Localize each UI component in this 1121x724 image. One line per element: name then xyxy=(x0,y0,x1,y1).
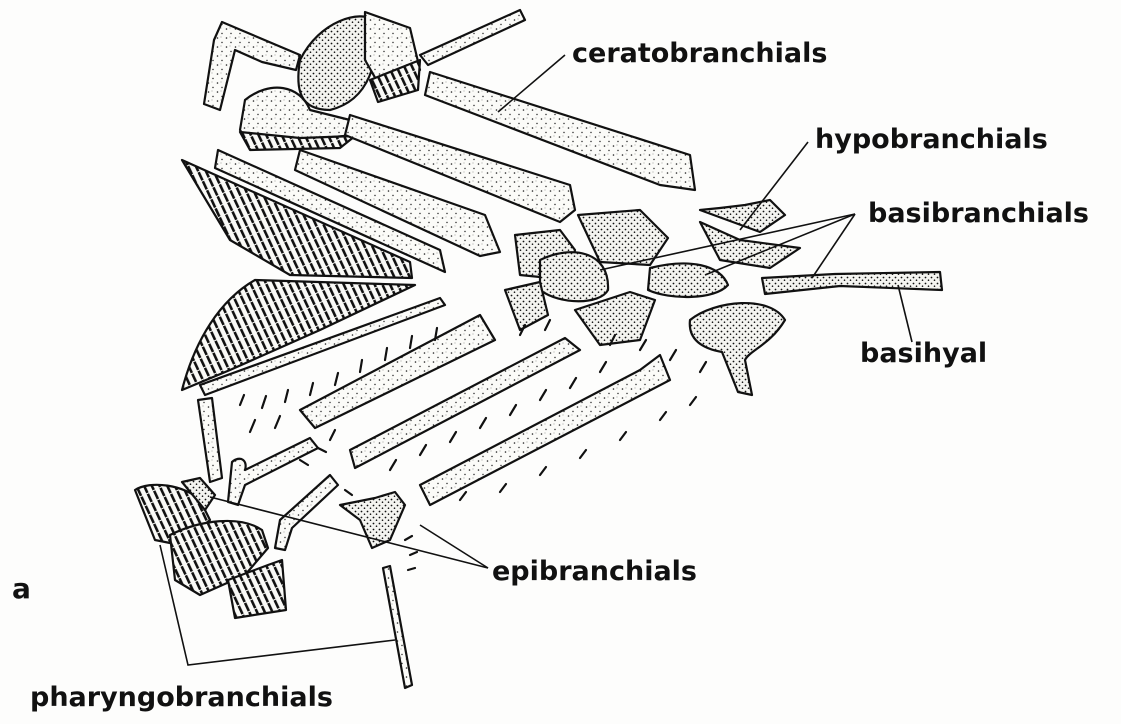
pharyngobranchials-label: pharyngobranchials xyxy=(30,682,333,713)
panel-letter: a xyxy=(12,572,31,605)
epibranchials-leader-2 xyxy=(420,525,488,568)
basihyal-bone xyxy=(762,272,942,294)
basihyal-label: basihyal xyxy=(860,338,987,369)
ceratobranchials-label: ceratobranchials xyxy=(572,38,827,69)
basibranchials-label: basibranchials xyxy=(868,198,1089,229)
pharyngobranchial-tooth-plates xyxy=(135,478,286,618)
basihyal-leader xyxy=(898,285,912,342)
hypobranchials-label: hypobranchials xyxy=(815,124,1048,155)
epibranchials-label: epibranchials xyxy=(492,556,697,587)
